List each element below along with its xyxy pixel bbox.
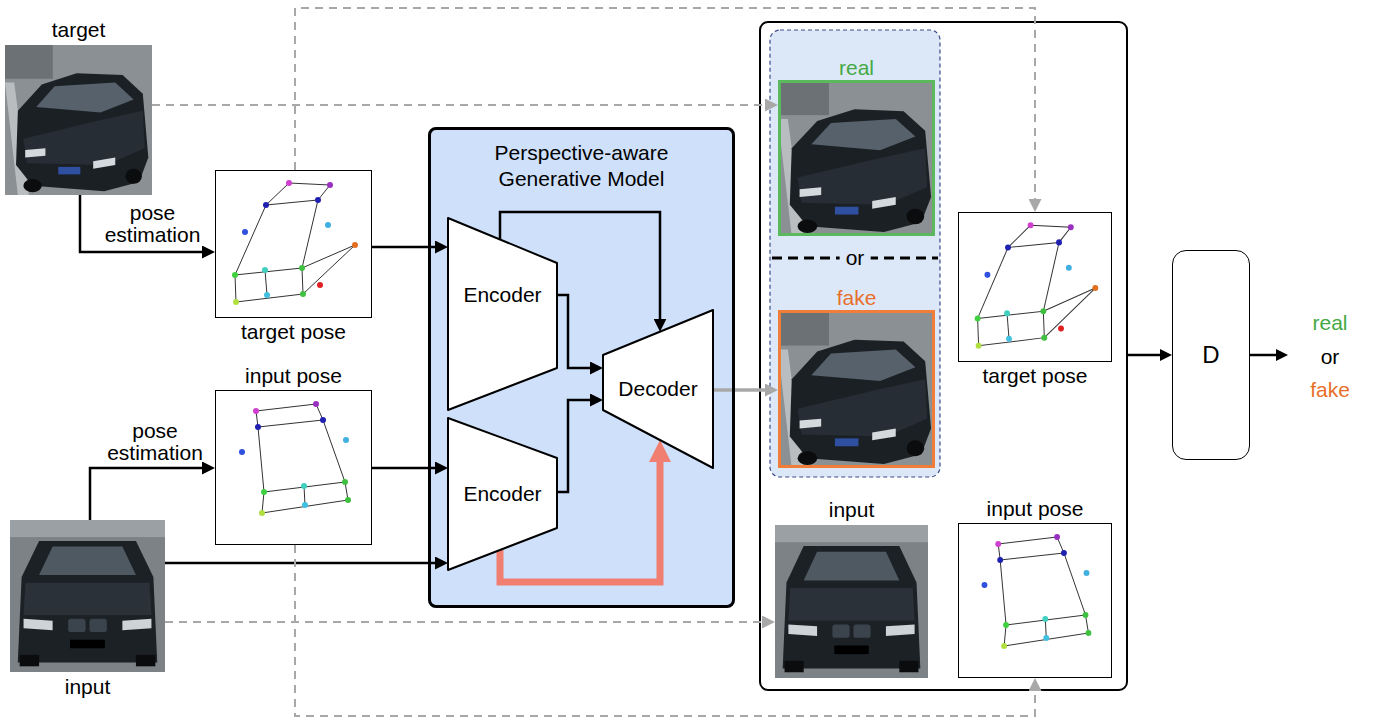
node-label: Decoder (618, 377, 697, 401)
trapezoid-shape (448, 418, 557, 570)
pose-box: input pose (958, 523, 1112, 678)
pose-box: input pose (215, 390, 372, 545)
node-label: Encoder (463, 482, 541, 506)
node-heading: Perspective-aware Generative Model (482, 140, 682, 192)
trapezoid-shape (448, 218, 557, 410)
pose-ground (958, 523, 1112, 678)
arrow-connector (165, 562, 438, 565)
pose-ground (215, 170, 372, 318)
edge-label: pose estimation (100, 420, 210, 464)
pose-box: target pose (958, 212, 1112, 362)
car-photo (10, 520, 165, 672)
dashed-connector (295, 8, 1035, 202)
node-heading: input pose (245, 364, 342, 388)
arrow-head (1160, 349, 1172, 361)
trapezoid-shape (603, 310, 713, 468)
node-label: Encoder (463, 283, 541, 307)
arrow-connector (713, 388, 768, 392)
pose-ground (958, 212, 1112, 362)
output-arrow (1250, 354, 1278, 357)
output-label: real (1306, 311, 1353, 335)
separator-word: or (840, 246, 871, 270)
car-photo (5, 45, 152, 195)
output-label: fake (1304, 378, 1356, 402)
pose-ground (215, 390, 372, 545)
panel-arrow (1127, 354, 1162, 357)
discriminator-input-panel (760, 22, 1127, 690)
arrow-connector (557, 295, 593, 368)
dashed-connector (152, 104, 768, 106)
pose-skeleton (239, 401, 351, 516)
car-photo (778, 310, 935, 468)
node-heading: fake (837, 286, 877, 310)
output-label: or (1315, 345, 1346, 369)
arrow-connector (90, 468, 205, 520)
arrow-connector (557, 400, 593, 492)
pose-box: target pose (215, 170, 372, 318)
node-heading: input (829, 498, 875, 522)
dashed-connector (165, 621, 765, 623)
car-photo (775, 525, 928, 678)
node-heading: target pose (241, 320, 346, 344)
node-heading: input pose (987, 497, 1084, 521)
discriminator-box: D (1172, 250, 1250, 460)
node-heading: input (65, 675, 111, 699)
dashed-connector (295, 545, 1035, 716)
image-frame: input (775, 525, 928, 678)
pose-skeleton (982, 534, 1092, 649)
image-frame: fake (778, 310, 935, 468)
image-frame: target (5, 45, 152, 195)
encoder-block: Encoder (448, 218, 557, 410)
model-background (428, 127, 735, 608)
node-heading: target pose (982, 364, 1087, 388)
pose-skeleton (232, 180, 358, 305)
encoder-block: Encoder (448, 418, 557, 570)
car-photo (778, 80, 935, 236)
image-frame: input (10, 520, 165, 672)
node-heading: target (52, 18, 106, 42)
decoder-block: Decoder (603, 310, 713, 468)
arrow-head (1276, 349, 1288, 361)
trapezoid-outline (448, 218, 557, 410)
pose-skeleton (975, 222, 1099, 349)
image-frame: real (778, 80, 935, 236)
model-box: Perspective-aware Generative ModelEncode… (428, 127, 735, 608)
real-fake-group (770, 30, 940, 477)
node-heading: real (839, 56, 874, 80)
node-label: D (1202, 343, 1219, 367)
edge-label: pose estimation (95, 202, 210, 246)
